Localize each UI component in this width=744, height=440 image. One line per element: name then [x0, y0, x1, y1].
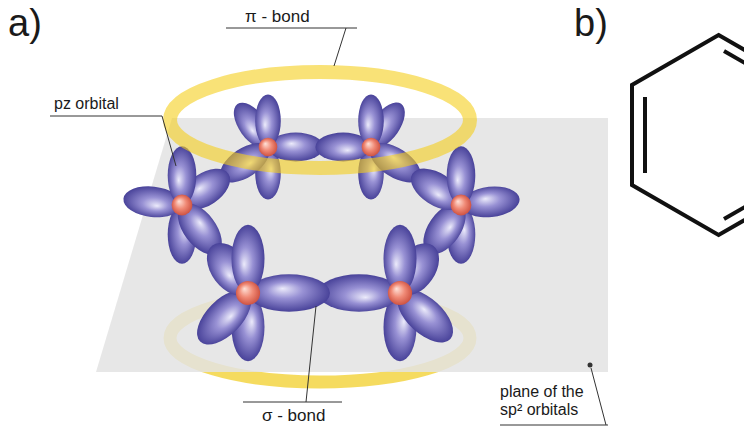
carbon-atom — [172, 195, 193, 216]
carbon-atom — [259, 138, 278, 157]
carbon-atom — [388, 281, 412, 305]
leader-line — [500, 425, 608, 426]
plane-label: plane of the sp² orbitals — [500, 383, 604, 420]
carbon-atom — [236, 281, 260, 305]
carbon-atom — [362, 138, 381, 157]
leader-line — [50, 116, 176, 166]
orbital-label: pz orbital — [54, 95, 119, 113]
bond-label: σ - bond — [262, 406, 325, 426]
leader-line — [243, 402, 342, 403]
bond-label: π - bond — [245, 7, 310, 27]
double-bond — [643, 97, 647, 173]
panel-letter: b) — [574, 2, 608, 46]
panel-letter: a) — [8, 2, 42, 46]
leader-line — [334, 28, 346, 66]
pi-ring-upper — [170, 72, 470, 168]
benzene-ring — [632, 35, 744, 235]
leader-line — [591, 368, 606, 425]
double-bond — [724, 51, 744, 89]
sp2-orbital-lobe — [188, 281, 261, 354]
carbon-atom — [451, 195, 472, 216]
leader-dot — [588, 363, 593, 368]
sp2-orbital-lobe — [388, 280, 462, 352]
leader-line — [306, 306, 316, 402]
leader-line — [226, 28, 357, 29]
double-bond — [724, 181, 744, 219]
